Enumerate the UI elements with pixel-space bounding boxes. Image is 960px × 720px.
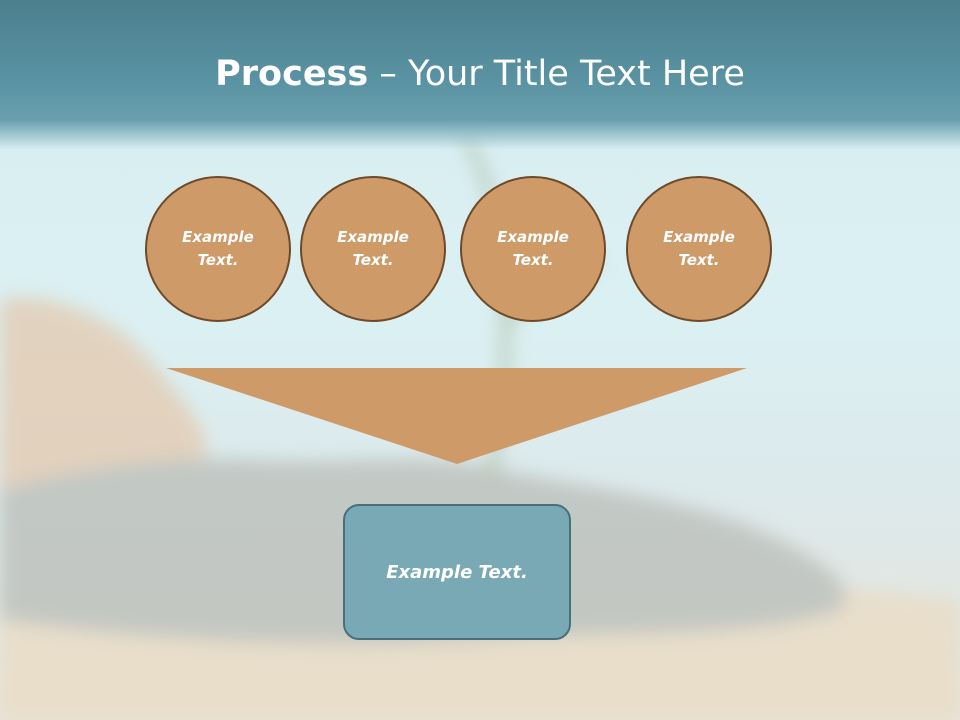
circle-label: Example Text.: [337, 228, 409, 269]
process-circle-3[interactable]: Example Text.: [460, 176, 606, 322]
title-rest: – Your Title Text Here: [368, 54, 745, 94]
circle-label: Example Text.: [663, 228, 735, 269]
result-box[interactable]: Example Text.: [343, 504, 571, 640]
process-circle-4[interactable]: Example Text.: [626, 176, 772, 322]
process-circle-2[interactable]: Example Text.: [300, 176, 446, 322]
result-label: Example Text.: [386, 561, 528, 583]
circle-label: Example Text.: [497, 228, 569, 269]
slide-title: Process – Your Title Text Here: [0, 50, 960, 98]
title-bold: Process: [215, 54, 369, 94]
process-circle-1[interactable]: Example Text.: [145, 176, 291, 322]
circle-label: Example Text.: [182, 228, 254, 269]
title-bar: [0, 0, 960, 150]
